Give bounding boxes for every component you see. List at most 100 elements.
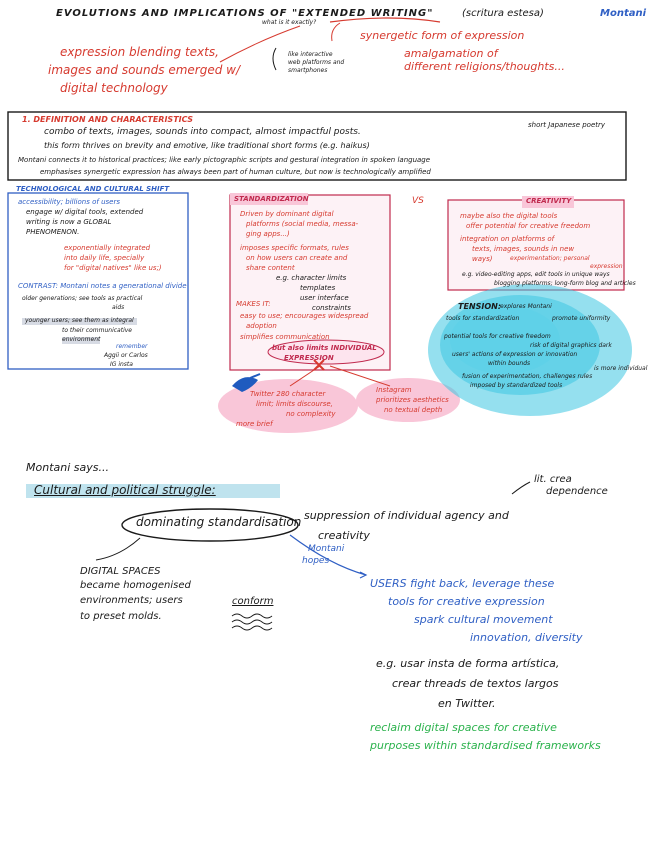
tech-contrast-2: older generations; see tools as practica… (22, 295, 143, 302)
tension-outer: is more individual (594, 365, 648, 372)
tension-heading: TENSION: (458, 302, 502, 311)
tech-contrast-1: CONTRAST: Montani notes a generational d… (18, 282, 187, 290)
creativity-line8: e.g. video-editing apps, edit tools in u… (462, 271, 610, 278)
tech-contrast-5: to their communicative (62, 327, 132, 334)
standard-twitter-3: no complexity (286, 410, 336, 418)
standard-makes: MAKES IT: (236, 300, 271, 308)
tension-potential-note: risk of digital graphics dark (530, 342, 612, 349)
standard-insta-3: no textual depth (384, 406, 443, 414)
synergetic-note: synergetic form of expression (360, 29, 525, 42)
tech-accessibility-1: accessibility; billions of users (18, 198, 120, 206)
tech-heading: TECHNOLOGICAL AND CULTURAL SHIFT (16, 185, 170, 193)
standard-imposes-3: share content (246, 264, 295, 272)
standard-limits-2: EXPRESSION (284, 354, 334, 362)
creativity-heading: CREATIVITY (526, 197, 572, 205)
standard-imposes-2: on how users can create and (246, 254, 348, 262)
standard-twitter-1: Twitter 280 character (250, 390, 326, 398)
creativity-line4: texts, images, sounds in new (472, 245, 575, 253)
dominating-standardisation: dominating standardisation (136, 515, 302, 529)
hopes-line2: hopes (302, 556, 330, 566)
standard-char-2: templates (300, 284, 336, 292)
tech-remember-2: Aggii or Carlos (104, 352, 148, 359)
definition-line4: emphasises synergetic expression has alw… (40, 168, 431, 176)
tension-users: users' actions of expression or innovati… (452, 351, 578, 358)
standard-driven-1: Driven by dominant digital (240, 210, 334, 218)
tech-remember-3: IG insta (110, 361, 133, 368)
tech-contrast-3: aids (112, 304, 125, 311)
standard-imposes-1: imposes specific formats, rules (240, 244, 349, 252)
spaces-line1: DIGITAL SPACES (80, 566, 161, 577)
tension-fusion-1: fusion of experimentation, challenges ru… (462, 373, 593, 380)
struggle-heading: Cultural and political struggle: (34, 483, 216, 497)
definition-heading: 1. DEFINITION AND CHARACTERISTICS (22, 115, 193, 124)
vs-label: VS (412, 196, 424, 206)
tech-accessibility-4: PHENOMENON. (26, 228, 80, 236)
lit-line1: lit. crea (534, 474, 572, 485)
standard-char-3: user interface (300, 294, 349, 302)
suppression-line2: creativity (318, 529, 370, 542)
spark-line: spark cultural movement (414, 613, 553, 626)
standard-limits-1: but also limits INDIVIDUAL (272, 344, 377, 352)
tension-sub: explores Montani (500, 303, 552, 310)
lit-line2: dependence (546, 486, 608, 497)
amalgamation-line1: amalgamation of (404, 47, 498, 60)
standard-simplifies: simplifies communication (240, 333, 330, 341)
tech-accessibility-3: writing is now a GLOBAL (26, 218, 112, 226)
tech-contrast-6: environment (62, 336, 101, 344)
tech-integrated-1: exponentially integrated (64, 244, 151, 252)
standard-char-1: e.g. character limits (276, 274, 347, 282)
eg-line3: en Twitter. (438, 697, 496, 710)
standard-twitter-2: limit; limits discourse, (256, 400, 333, 408)
eg-line1: e.g. usar insta de forma artística, (376, 657, 560, 670)
author: Montani (600, 8, 647, 19)
reclaim-line1: reclaim digital spaces for creative (370, 721, 557, 734)
platforms-line3: smartphones (288, 67, 328, 74)
tech-integrated-2: into daily life, specially (64, 254, 145, 262)
tension-fusion-2: imposed by standardized tools (470, 382, 563, 389)
what-is-it-note: what is it exactly? (262, 19, 317, 26)
spaces-line3: environments; users (80, 595, 183, 606)
users-line2: tools for creative expression (388, 595, 545, 608)
blend-line1: expression blending texts, (60, 45, 219, 59)
hopes-line1: Montani (308, 544, 345, 554)
montani-says: Montani says... (26, 461, 109, 474)
reclaim-line2: purposes within standardised frameworks (370, 739, 601, 752)
standard-insta-2: prioritizes aesthetics (376, 396, 449, 404)
tension-tools: tools for standardization (446, 315, 520, 322)
standard-easy-1: easy to use; encourages widespread (240, 312, 369, 320)
spaces-line4: to preset molds. (80, 611, 162, 622)
standard-easy-2: adoption (246, 322, 277, 330)
tech-accessibility-2: engage w/ digital tools, extended (26, 208, 144, 216)
platforms-line2: web platforms and (288, 59, 345, 66)
haiku-note: short Japanese poetry (528, 121, 606, 129)
title-alt: (scritura estesa) (462, 8, 544, 19)
tension-tools-note: promote uniformity (552, 315, 611, 322)
creativity-line5: ways) (472, 255, 493, 263)
definition-line3: Montani connects it to historical practi… (18, 156, 431, 164)
tension-users-note: within bounds (488, 360, 531, 367)
standard-twitter-4: more brief (236, 420, 273, 428)
creativity-line7: expression (590, 263, 623, 270)
tech-contrast-4: younger users; see them as integral (22, 317, 137, 325)
eg-line2: crear threads de textos largos (392, 677, 559, 690)
standard-driven-3: ging apps...) (246, 230, 290, 238)
platforms-line1: like interactive (288, 51, 333, 58)
users-line1: USERS fight back, leverage these (370, 577, 555, 590)
tech-remember-1: remember (116, 343, 148, 350)
definition-line2: this form thrives on brevity and emotive… (44, 141, 370, 150)
creativity-line3: integration on platforms of (460, 235, 555, 243)
standard-insta-1: Instagram (376, 386, 412, 394)
creativity-line9: blogging platforms; long-form blog and a… (494, 280, 636, 287)
creativity-line6: experimentation; personal (510, 255, 590, 262)
spaces-line2: became homogenised (80, 580, 191, 591)
creativity-line1: maybe also the digital tools (460, 212, 558, 220)
page-title: EVOLUTIONS AND IMPLICATIONS OF "EXTENDED… (56, 8, 434, 19)
standard-heading: STANDARDIZATION (234, 195, 309, 203)
suppression-line1: suppression of individual agency and (304, 509, 509, 522)
tech-integrated-3: for "digital natives" like us;) (64, 264, 162, 272)
tension-potential: potential tools for creative freedom (444, 333, 551, 340)
blend-line2: images and sounds emerged w/ (48, 63, 240, 77)
amalgamation-line2: different religions/thoughts... (404, 60, 565, 73)
conform-label: conform (232, 596, 274, 607)
